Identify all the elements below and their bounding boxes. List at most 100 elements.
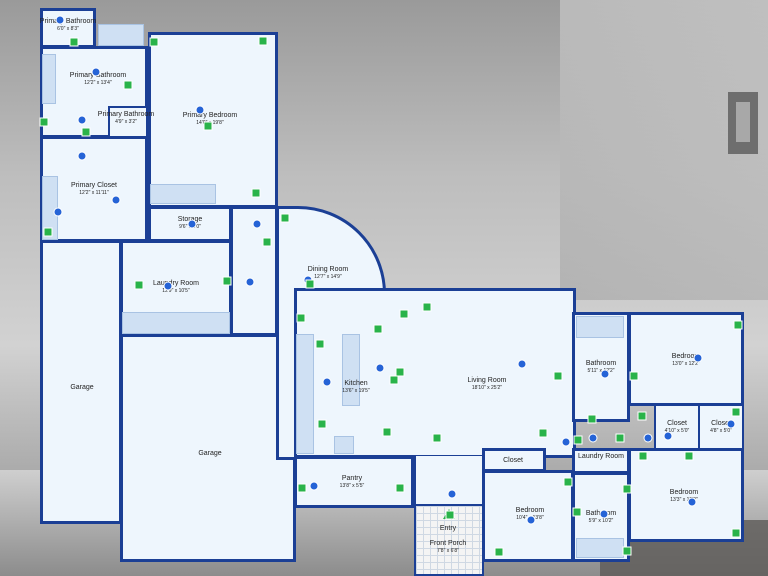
photo-marker[interactable] [573,435,583,445]
photo-marker[interactable] [222,276,232,286]
photo-marker[interactable] [81,127,91,137]
photo-marker[interactable] [39,117,49,127]
panorama-marker[interactable] [322,377,332,387]
photo-marker[interactable] [615,433,625,443]
photo-marker[interactable] [280,213,290,223]
photo-marker[interactable] [572,507,582,517]
dresser [150,184,216,204]
panorama-marker[interactable] [643,433,653,443]
room-laundry-room-right[interactable] [572,448,630,474]
photo-marker[interactable] [297,483,307,493]
panorama-marker[interactable] [195,105,205,115]
photo-marker[interactable] [731,528,741,538]
panorama-marker[interactable] [526,515,536,525]
room-entry[interactable] [414,456,484,506]
panorama-marker[interactable] [726,419,736,429]
photo-marker[interactable] [432,433,442,443]
room-garage-main[interactable] [120,334,296,562]
bathtub-bottom [576,538,624,558]
panorama-marker[interactable] [447,489,457,499]
photo-marker[interactable] [69,37,79,47]
panorama-marker[interactable] [693,353,703,363]
photo-marker[interactable] [494,547,504,557]
panorama-marker[interactable] [245,277,255,287]
photo-marker[interactable] [445,510,455,520]
panorama-marker[interactable] [599,509,609,519]
label-entry: Entry [439,525,457,532]
panorama-marker[interactable] [77,151,87,161]
kitchen-counter [296,334,314,454]
photo-marker[interactable] [134,280,144,290]
panorama-marker[interactable] [309,481,319,491]
photo-marker[interactable] [262,237,272,247]
panorama-marker[interactable] [600,369,610,379]
photo-marker[interactable] [258,36,268,46]
vanity [42,54,56,104]
photo-marker[interactable] [638,451,648,461]
bathtub [98,24,144,46]
panorama-marker[interactable] [517,359,527,369]
room-bedroom-bottom-right[interactable] [628,448,744,542]
panorama-marker[interactable] [561,437,571,447]
room-living-room[interactable] [294,288,576,458]
photo-marker[interactable] [389,375,399,385]
photo-marker[interactable] [395,483,405,493]
panorama-marker[interactable] [252,219,262,229]
photo-marker[interactable] [553,371,563,381]
photo-marker[interactable] [251,188,261,198]
photo-marker[interactable] [317,419,327,429]
photo-marker[interactable] [587,414,597,424]
panorama-marker[interactable] [163,281,173,291]
panorama-marker[interactable] [663,431,673,441]
photo-marker[interactable] [622,546,632,556]
photo-marker[interactable] [731,407,741,417]
label-laundry-room-right: Laundry Room [578,453,624,460]
photo-marker[interactable] [684,451,694,461]
photo-marker[interactable] [395,367,405,377]
photo-marker[interactable] [373,324,383,334]
label-closet-mid: Closet [503,457,523,464]
photo-marker[interactable] [629,371,639,381]
panorama-marker[interactable] [687,497,697,507]
photo-marker[interactable] [637,411,647,421]
label-garage-main: Garage [198,450,222,457]
room-garage-left[interactable] [40,240,122,524]
photo-marker[interactable] [123,80,133,90]
photo-marker[interactable] [382,427,392,437]
photo-marker[interactable] [733,320,743,330]
panorama-marker[interactable] [588,433,598,443]
panorama-marker[interactable] [111,195,121,205]
photo-marker[interactable] [315,339,325,349]
photo-marker[interactable] [422,302,432,312]
photo-marker[interactable] [203,121,213,131]
panorama-marker[interactable] [55,15,65,25]
photo-marker[interactable] [43,227,53,237]
photo-marker[interactable] [563,477,573,487]
photo-marker[interactable] [538,428,548,438]
laundry-counter [122,312,230,334]
photo-marker[interactable] [305,279,315,289]
panorama-marker[interactable] [77,115,87,125]
bathtub-right [576,316,624,338]
photo-marker[interactable] [622,484,632,494]
panorama-marker[interactable] [187,219,197,229]
panorama-marker[interactable] [91,67,101,77]
photo-marker[interactable] [399,309,409,319]
photo-marker[interactable] [149,37,159,47]
panorama-marker[interactable] [375,363,385,373]
panorama-marker[interactable] [53,207,63,217]
photo-marker[interactable] [296,313,306,323]
